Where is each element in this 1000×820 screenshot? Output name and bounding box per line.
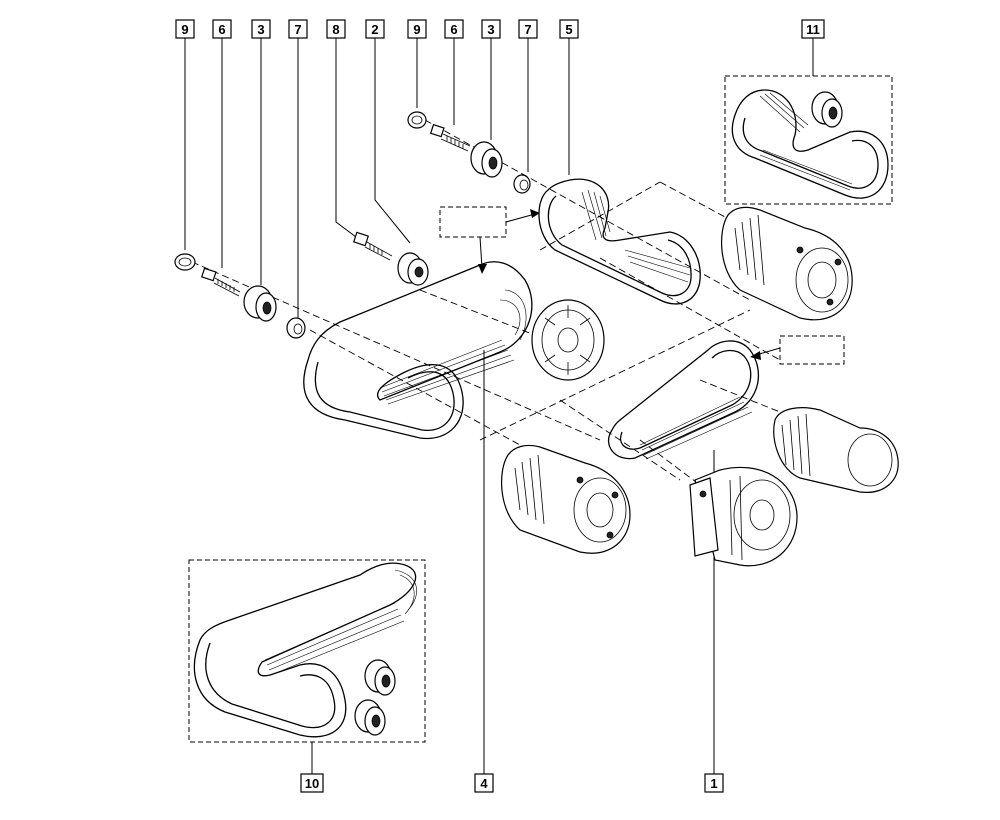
callout-2[interactable]: 2 (365, 19, 385, 39)
svg-text:3: 3 (487, 22, 494, 37)
circlip-right[interactable] (407, 111, 427, 129)
bolt-right[interactable] (429, 123, 471, 152)
callout-7-left[interactable]: 7 (288, 19, 308, 39)
svg-text:10: 10 (305, 776, 319, 791)
crank-pulley[interactable] (531, 299, 605, 381)
callout-3-left[interactable]: 3 (251, 19, 271, 39)
circlip-left[interactable] (174, 253, 196, 271)
bolt-left[interactable] (200, 267, 241, 297)
callout-7-right[interactable]: 7 (518, 19, 538, 39)
idler-pulley-right[interactable] (470, 141, 503, 178)
callout-3-right[interactable]: 3 (481, 19, 501, 39)
svg-text:11: 11 (806, 22, 820, 37)
callout-6-right[interactable]: 6 (444, 19, 464, 39)
idler-pulley-middle[interactable] (397, 252, 429, 286)
alternator[interactable] (689, 466, 798, 567)
svg-text:9: 9 (181, 22, 188, 37)
idler-pulley-left[interactable] (243, 285, 277, 322)
leader-lines (184, 38, 814, 774)
svg-text:4: 4 (480, 776, 488, 791)
washer-right[interactable] (513, 174, 531, 194)
washer-left[interactable] (286, 317, 306, 339)
callout-5[interactable]: 5 (559, 19, 579, 39)
bolt-middle[interactable] (352, 231, 393, 261)
svg-text:6: 6 (450, 22, 457, 37)
belt-5[interactable] (538, 178, 701, 305)
callout-11[interactable]: 11 (801, 19, 825, 39)
svg-text:2: 2 (371, 22, 378, 37)
svg-text:1: 1 (710, 776, 717, 791)
alignment-lines (191, 119, 801, 501)
reference-box-right (750, 335, 845, 365)
belt-4[interactable] (303, 261, 533, 440)
ac-compressor-top[interactable] (720, 206, 853, 321)
svg-text:8: 8 (332, 22, 339, 37)
callout-9-left[interactable]: 9 (175, 19, 195, 39)
svg-text:6: 6 (218, 22, 225, 37)
svg-text:7: 7 (294, 22, 301, 37)
kit-11-inset[interactable] (724, 75, 893, 205)
callout-6-left[interactable]: 6 (212, 19, 232, 39)
power-steering-pump[interactable] (773, 407, 899, 493)
callout-8[interactable]: 8 (326, 19, 346, 39)
callout-4[interactable]: 4 (474, 773, 494, 793)
svg-text:3: 3 (257, 22, 264, 37)
svg-text:9: 9 (413, 22, 420, 37)
callout-1[interactable]: 1 (704, 773, 724, 793)
callout-10[interactable]: 10 (300, 773, 324, 793)
callout-9-right[interactable]: 9 (407, 19, 427, 39)
kit-10-inset[interactable] (188, 559, 426, 743)
svg-text:7: 7 (524, 22, 531, 37)
reference-box-top (439, 206, 540, 274)
belt-1[interactable] (607, 340, 760, 460)
svg-text:5: 5 (565, 22, 572, 37)
ac-compressor-bottom[interactable] (500, 444, 631, 554)
